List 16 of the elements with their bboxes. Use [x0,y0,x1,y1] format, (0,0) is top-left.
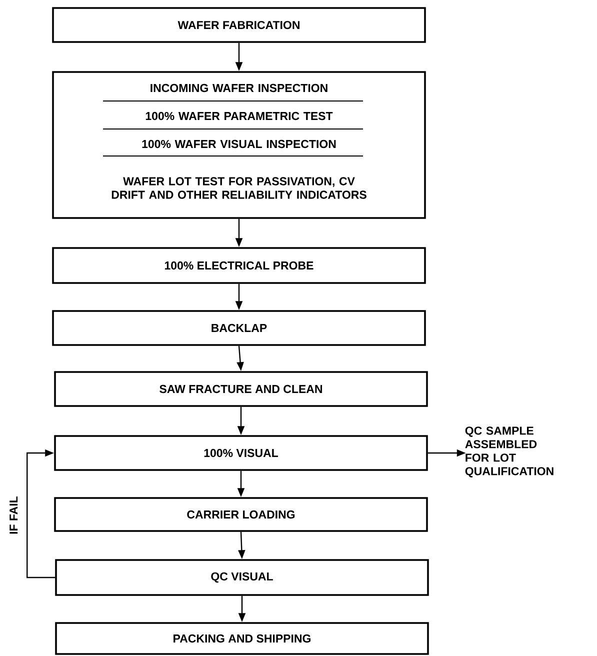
note-text: QC SAMPLE ASSEMBLED FOR LOT QUALIFICATION [465,426,554,478]
process-box: QC VISUAL [55,559,429,596]
step-text: 100% WAFER VISUAL INSPECTION [142,140,336,148]
step-text: INCOMING WAFER INSPECTION [150,84,328,92]
process-box: PACKING AND SHIPPING [55,622,429,655]
process-box [52,71,426,219]
process-box: 100% VISUAL [54,435,428,471]
step-text: 100% WAFER PARAMETRIC TEST [146,112,333,120]
edge-label: IF FAIL [8,495,19,536]
process-box: SAW FRACTURE AND CLEAN [54,371,428,407]
process-box: 100% ELECTRICAL PROBE [52,247,426,284]
loop-arrow [26,449,56,578]
process-box: WAFER FABRICATION [52,7,426,43]
process-box: CARRIER LOADING [54,497,428,532]
step-text: WAFER LOT TEST FOR PASSIVATION, CV DRIFT AND OTHER RELIABILITY INDICATORS [112,177,366,199]
process-box: BACKLAP [52,310,426,346]
